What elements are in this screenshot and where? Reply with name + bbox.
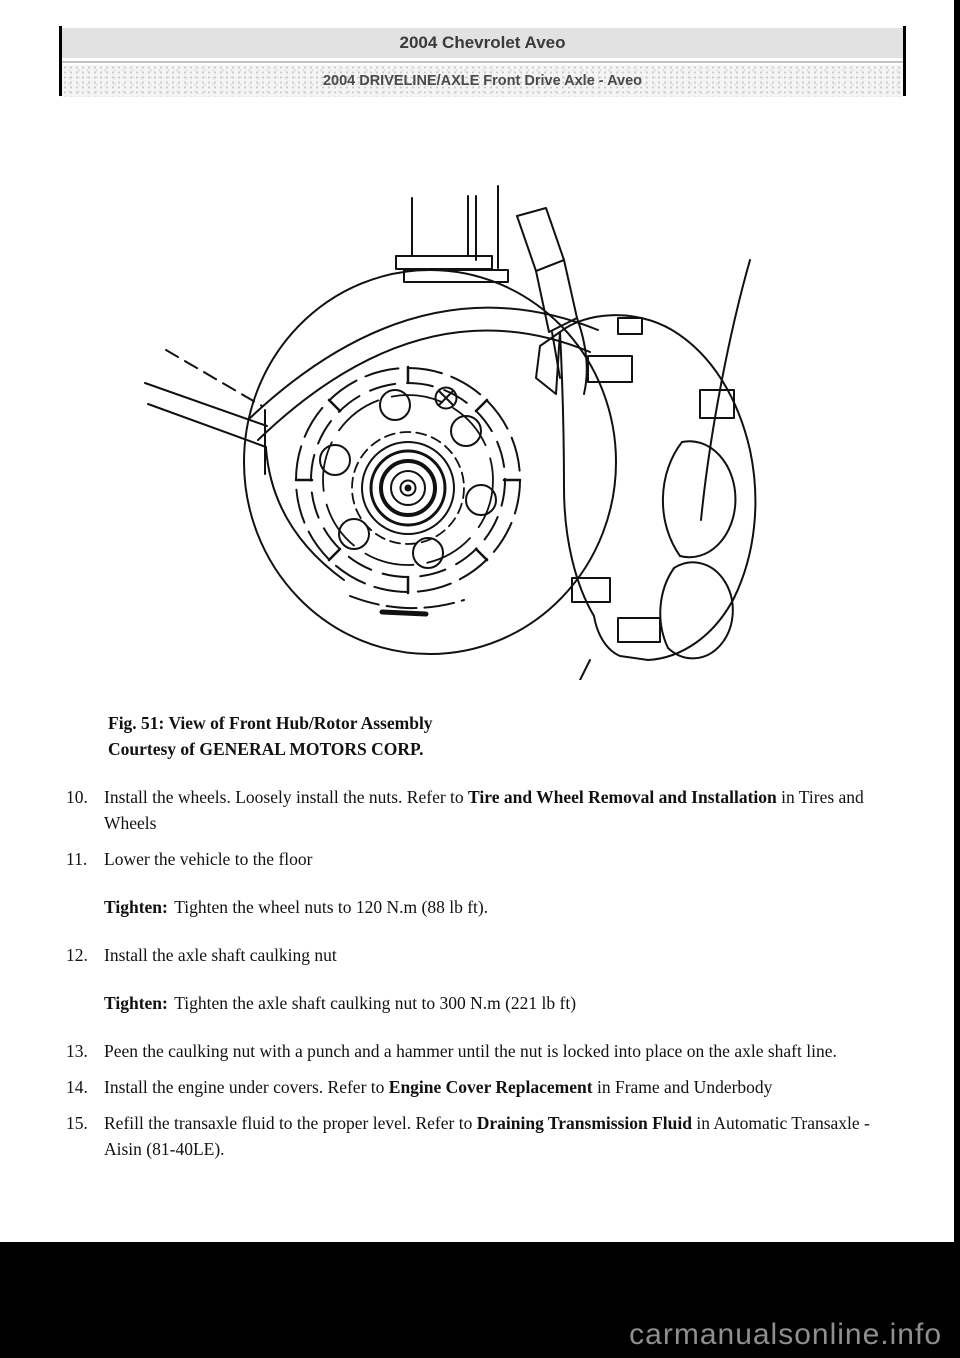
step-11: 11. Lower the vehicle to the floor <box>66 846 908 872</box>
hub-rotor-diagram <box>120 150 836 749</box>
header-divider <box>62 61 903 63</box>
step-15: 15. Refill the transaxle fluid to the pr… <box>66 1110 908 1162</box>
instructions-section: Fig. 51: View of Front Hub/Rotor Assembl… <box>66 710 908 1172</box>
step-number: 14. <box>66 1077 88 1097</box>
scan-edge-bar <box>954 0 960 1358</box>
step-number: 11. <box>66 849 88 869</box>
header-border-right <box>903 26 906 96</box>
figure-caption: Fig. 51: View of Front Hub/Rotor Assembl… <box>108 710 908 762</box>
step-text: Install the wheels. Loosely install the … <box>104 787 864 833</box>
step-12: 12. Install the axle shaft caulking nut <box>66 942 908 968</box>
page-subtitle: 2004 DRIVELINE/AXLE Front Drive Axle - A… <box>62 65 903 97</box>
step-text: Lower the vehicle to the floor <box>104 849 313 869</box>
hub-rotor-line-drawing <box>144 185 836 749</box>
step-number: 13. <box>66 1041 88 1061</box>
figure-caption-courtesy: Courtesy of GENERAL MOTORS CORP. <box>108 739 424 759</box>
tighten-note-caulking-nut: Tighten: Tighten the axle shaft caulking… <box>104 993 577 1013</box>
step-text: Install the axle shaft caulking nut <box>104 945 337 965</box>
procedure-steps: 10. Install the wheels. Loosely install … <box>66 784 908 1162</box>
scan-footer-band: carmanualsonline.info <box>0 1242 960 1358</box>
step-text: Install the engine under covers. Refer t… <box>104 1077 773 1097</box>
step-13: 13. Peen the caulking nut with a punch a… <box>66 1038 908 1064</box>
header-border-left <box>59 26 62 96</box>
step-text: Refill the transaxle fluid to the proper… <box>104 1113 870 1159</box>
step-number: 12. <box>66 945 88 965</box>
step-number: 10. <box>66 787 88 807</box>
step-number: 15. <box>66 1113 88 1133</box>
step-14: 14. Install the engine under covers. Ref… <box>66 1074 908 1100</box>
figure-caption-title: Fig. 51: View of Front Hub/Rotor Assembl… <box>108 713 433 733</box>
step-10: 10. Install the wheels. Loosely install … <box>66 784 908 836</box>
watermark-text: carmanualsonline.info <box>629 1318 942 1351</box>
tighten-note-wheel-nuts: Tighten: Tighten the wheel nuts to 120 N… <box>104 897 489 917</box>
step-text: Peen the caulking nut with a punch and a… <box>104 1041 837 1061</box>
page-title: 2004 Chevrolet Aveo <box>62 28 903 58</box>
